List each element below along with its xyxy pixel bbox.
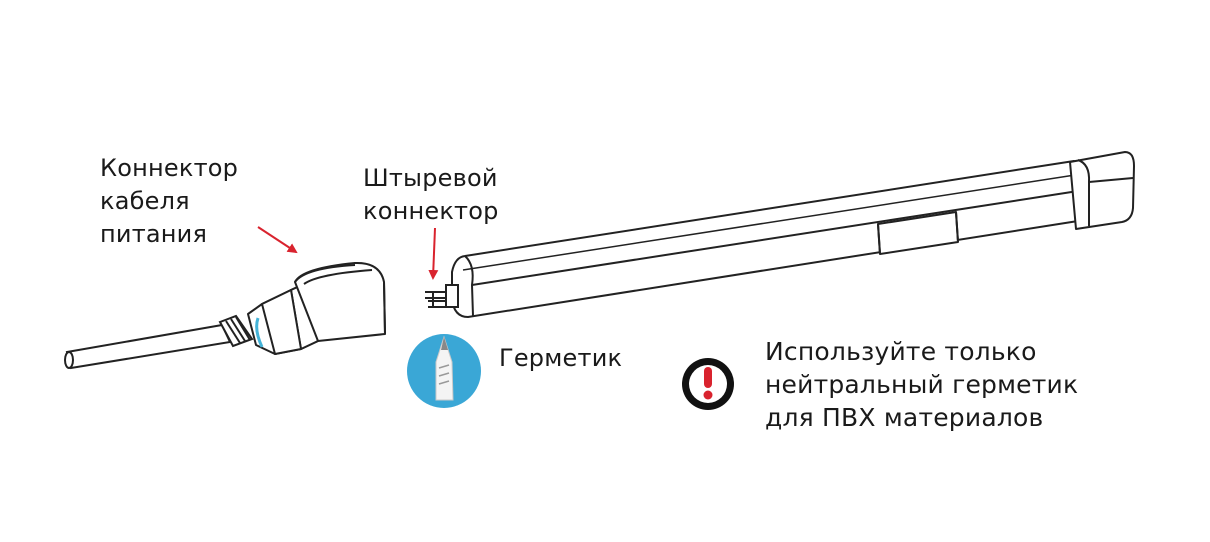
warning-text: Используйте только нейтральный герметик … bbox=[765, 335, 1078, 434]
strain-relief bbox=[218, 314, 254, 348]
pin-connector bbox=[425, 284, 459, 308]
warning-line: для ПВХ материалов bbox=[765, 403, 1044, 432]
warning-line: нейтральный герметик bbox=[765, 370, 1079, 399]
power-cable bbox=[64, 323, 232, 370]
sealant-tube-icon bbox=[407, 334, 481, 408]
label-line: кабеля bbox=[100, 187, 190, 215]
exclamation-warning-icon bbox=[682, 358, 734, 410]
pin-connector-label: Штыревой коннектор bbox=[363, 162, 499, 228]
power-cable-connector bbox=[247, 261, 386, 355]
arrow-to-cable-connector bbox=[257, 226, 298, 254]
led-profile-strip bbox=[451, 151, 1135, 318]
label-line: Коннектор bbox=[100, 154, 239, 182]
power-cable-connector-label: Коннектор кабеля питания bbox=[100, 152, 238, 251]
label-line: коннектор bbox=[363, 197, 499, 225]
label-line: питания bbox=[100, 220, 208, 248]
warning-line: Используйте только bbox=[765, 337, 1037, 366]
sealant-label: Герметик bbox=[499, 344, 623, 372]
arrow-to-pin-connector bbox=[428, 227, 439, 280]
label-line: Штыревой bbox=[363, 164, 498, 192]
